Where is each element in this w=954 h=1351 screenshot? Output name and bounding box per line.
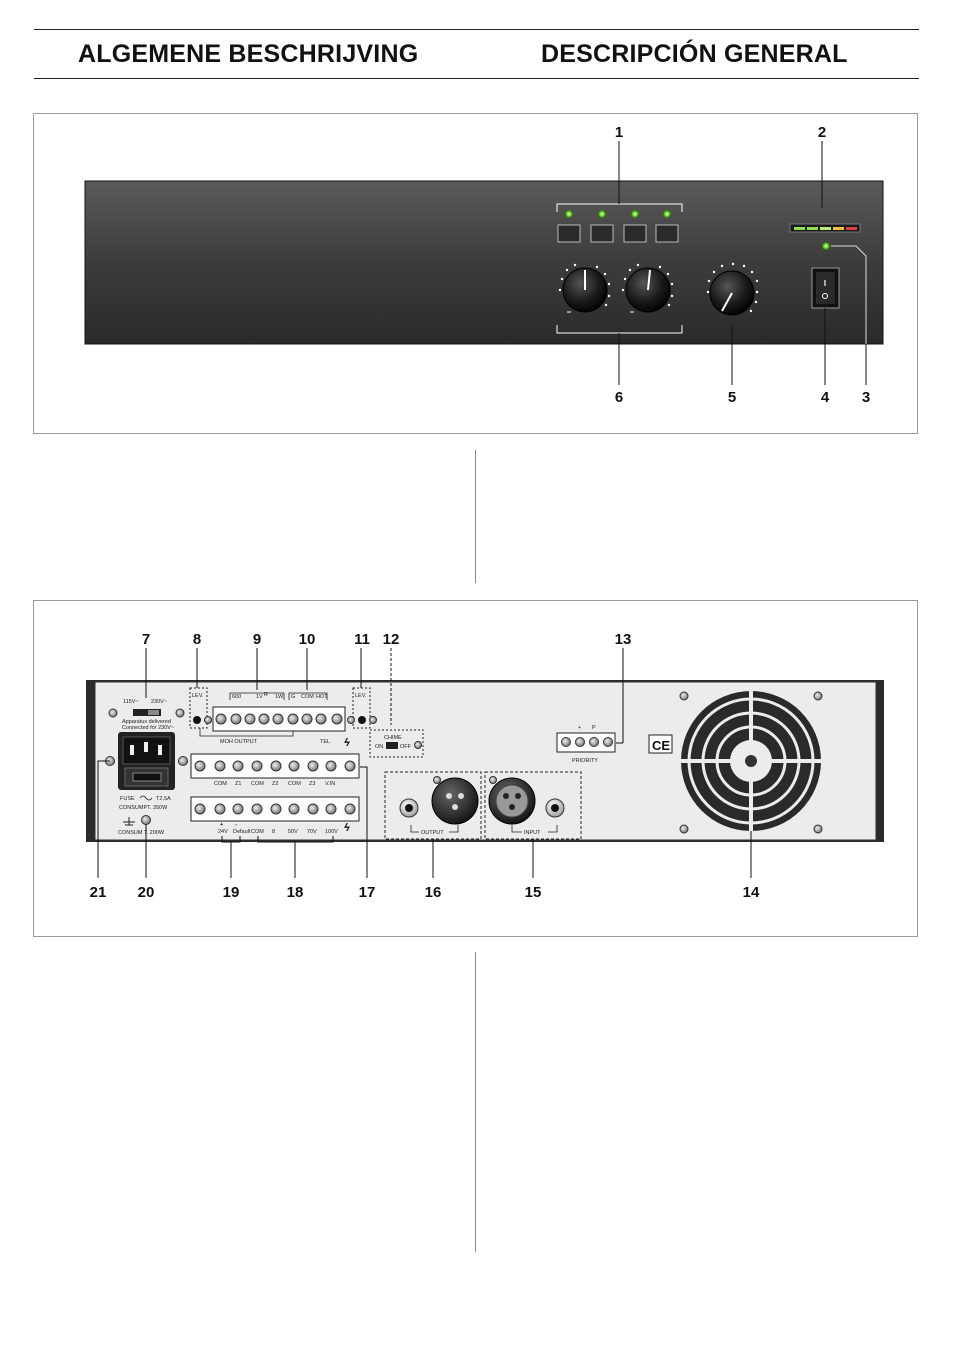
rear-panel-figure [33,600,918,937]
header-bottom-rule [34,78,919,79]
power-led-3 [822,242,830,250]
cooling-fan-14 [681,691,821,831]
output-rca-16 [399,798,419,818]
priority-terminal-13 [556,732,616,753]
zone-label-6: V.IN [325,781,335,787]
label-fuse-rating: T2,5A [156,796,171,802]
callout-21: 21 [90,884,107,901]
label-consumption: CONSUMPT. 350W [119,805,168,811]
speaker-label-1: Default [233,829,251,835]
speaker-label-2: COM [251,829,264,835]
zone-label-5: Z3 [309,781,315,787]
speaker-label-6: 100V [325,829,338,835]
callout-5: 5 [728,389,736,406]
ground-terminal-20 [123,815,151,826]
input-xlr-15 [488,776,536,825]
callout-8: 8 [193,631,201,648]
callout-6: 6 [615,389,623,406]
svg-text:+: + [220,822,223,828]
callout-1: 1 [615,124,623,141]
speaker-label-3: 8 [272,829,275,835]
label-fuse: FUSE [120,796,135,802]
callout-9: 9 [253,631,261,648]
title-dutch: ALGEMENE BESCHRIJVING [78,40,419,68]
voltage-selector-7 [133,709,161,716]
label-1v: 1V [256,694,263,700]
volume-knobs-6 [558,263,674,313]
callout-18: 18 [287,884,304,901]
top-rule [34,29,919,30]
column-divider-1 [475,450,476,583]
svg-text:-: - [235,822,237,828]
callout-7: 7 [142,631,150,648]
level-meter-2 [789,223,861,233]
input-label: INPUT [524,830,541,836]
label-delivered-1: Apparatus delivered [122,719,171,725]
callout-15: 15 [525,884,542,901]
label-1w: 1W [275,694,284,700]
column-divider-2 [475,952,476,1252]
label-lev-left: LEV. [192,693,204,699]
label-g: G [291,694,295,700]
label-r: R [264,692,268,698]
speaker-label-4: 50V [288,829,298,835]
svg-text:ϟ: ϟ [344,737,350,749]
input-rca-15 [545,798,565,818]
mains-socket-21 [105,732,188,790]
label-chime-off: OFF [400,744,412,750]
callout-4: 4 [821,389,830,406]
label-consumption-2: CONSUM T. 200W [118,830,165,836]
rear-panel-illustration: 115V~ 230V~ Apparatus delivered Connecte… [86,631,884,901]
ce-mark: CE [652,738,670,753]
callout-11: 11 [354,631,370,648]
label-moh-output: MOH OUTPUT [220,739,258,745]
label-chime-on: ON [375,744,383,750]
zone-terminal-strip-17 [190,753,360,779]
zone-label-3: Z2 [272,781,278,787]
chime-switch-12 [386,742,398,749]
speaker-terminal-strip-18 [190,796,360,822]
power-switch-4 [811,267,840,309]
label-tel: TEL [320,739,330,745]
output-xlr-16 [431,776,479,825]
speaker-label-0: 24V [218,829,228,835]
label-chime: CHIME [384,735,402,741]
label-230v: 230V~ [151,699,167,705]
label-delivered-2: Connected for 230V~ [122,725,174,731]
priority-plus: + [578,725,581,731]
callout-3: 3 [862,389,870,406]
label-hot: HOT [316,694,328,700]
callout-20: 20 [138,884,155,901]
zone-label-4: COM [288,781,301,787]
label-600: 600 [232,694,241,700]
svg-text:ϟ: ϟ [344,822,350,834]
zone-label-2: COM [251,781,264,787]
front-panel-figure [33,113,918,434]
speaker-label-5: 70V [307,829,317,835]
callout-13: 13 [615,631,632,648]
label-115v: 115V~ [123,699,139,705]
output-label: OUTPUT [421,830,444,836]
source-buttons [557,210,679,243]
callout-10: 10 [299,631,316,648]
callout-19: 19 [223,884,240,901]
master-volume-knob-5 [706,262,759,316]
callout-16: 16 [425,884,442,901]
callout-14: 14 [743,884,760,901]
amplifier-front-panel [84,180,884,345]
terminal-strip-top [212,706,346,732]
zone-label-0: COM [214,781,227,787]
zone-label-1: Z1 [235,781,241,787]
label-lev-right: LEV. [355,693,367,699]
label-com-top: COM [301,694,314,700]
priority-label: PRIORITY [572,758,598,764]
title-spanish: DESCRIPCIÓN GENERAL [541,40,848,68]
callout-2: 2 [818,124,826,141]
front-panel-illustration: 1 2 6 5 4 3 [84,124,884,406]
priority-p: P [592,725,596,731]
callout-12: 12 [383,631,400,648]
callout-17: 17 [359,884,376,901]
